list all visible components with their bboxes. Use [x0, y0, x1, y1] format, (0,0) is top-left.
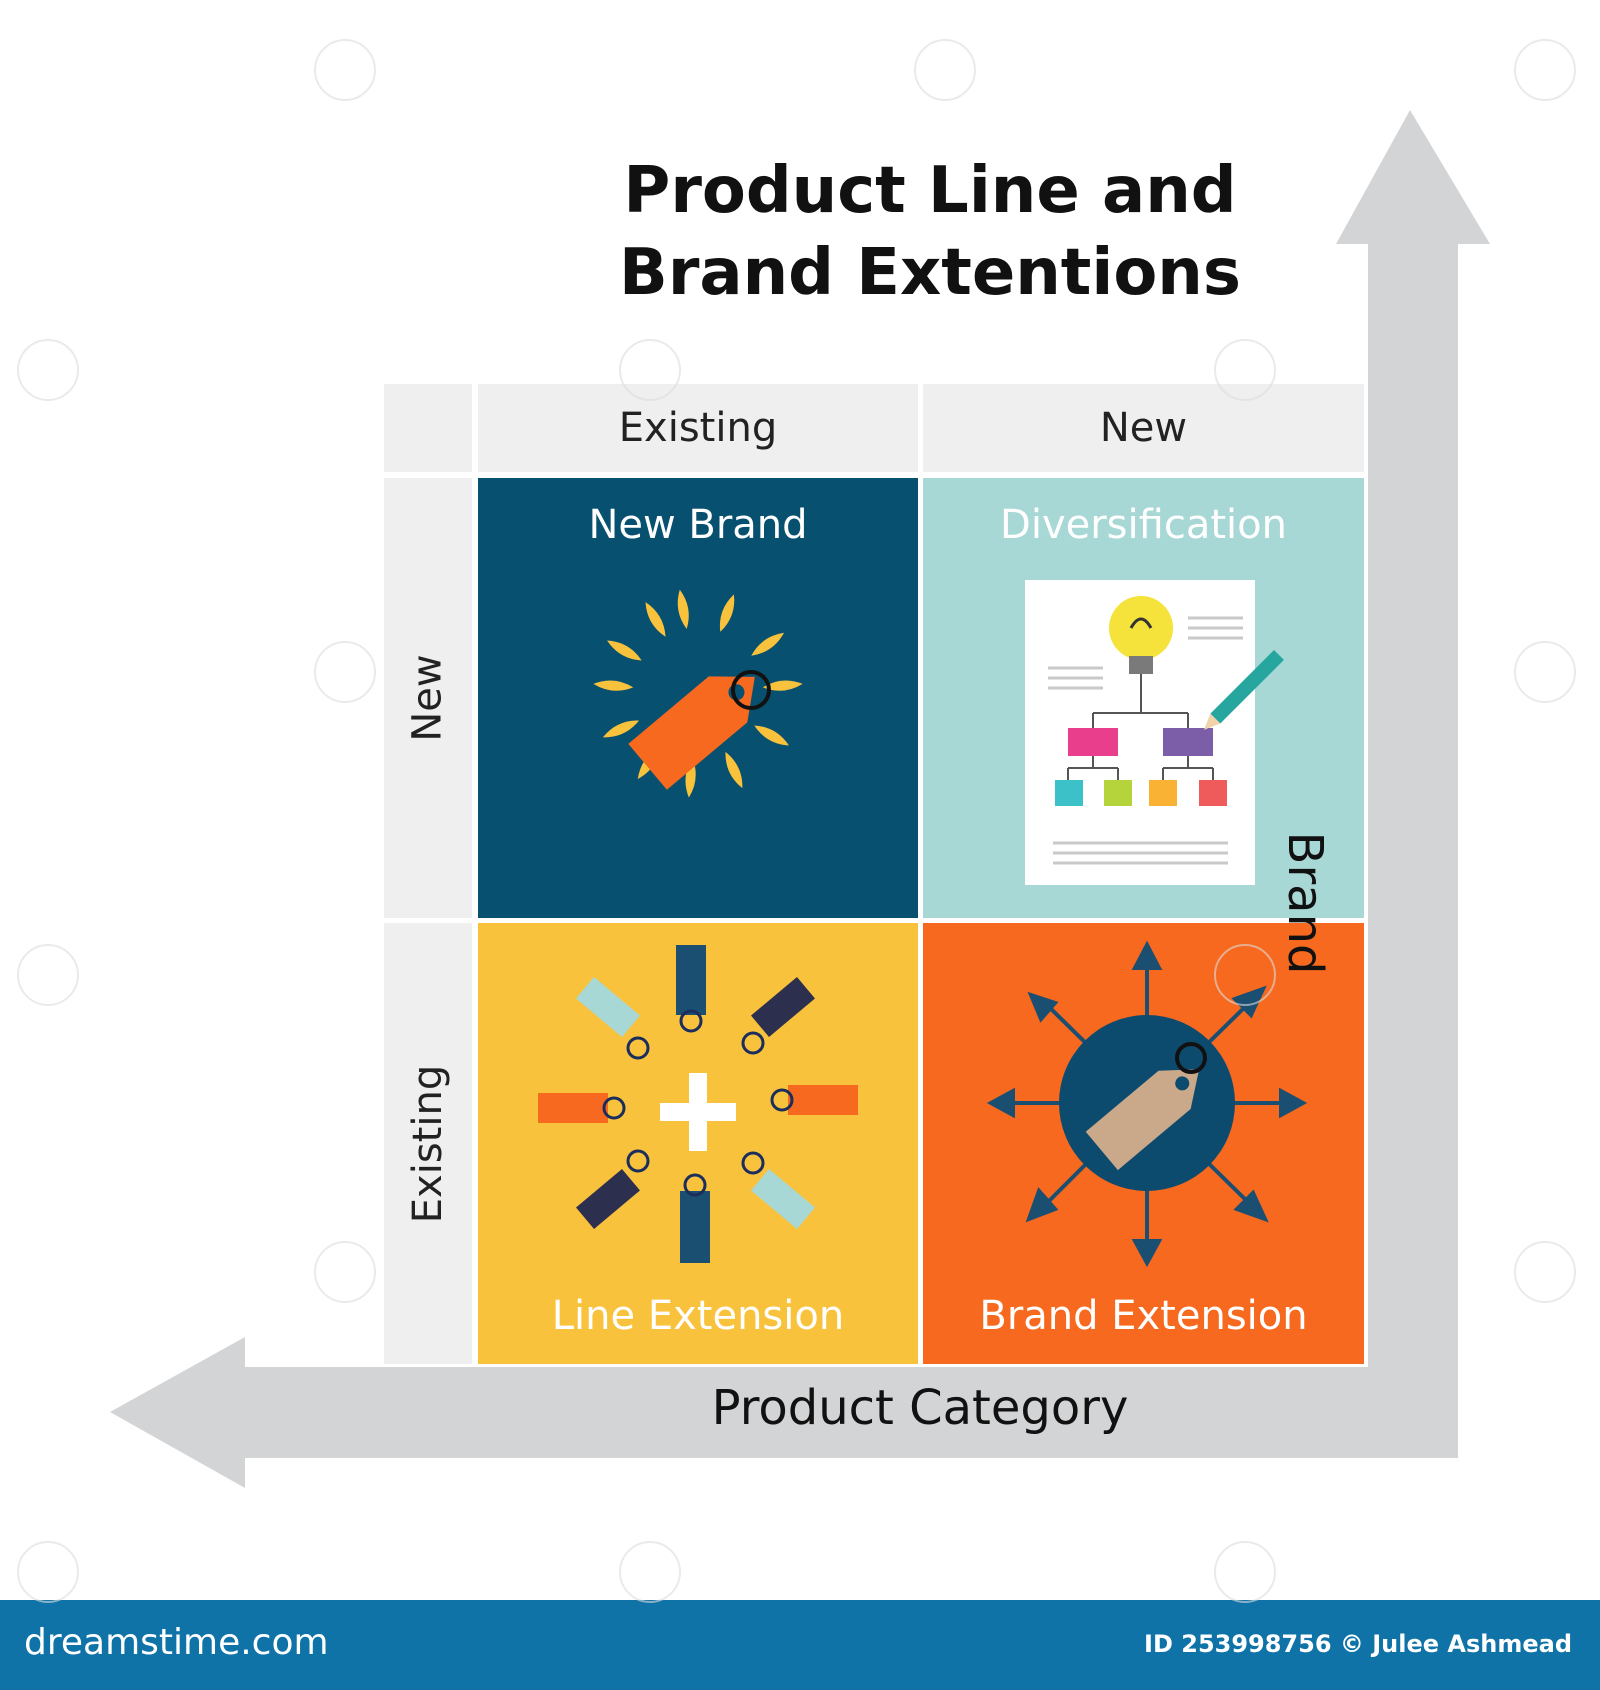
quadrant-new-brand-label: New Brand	[588, 502, 808, 548]
row-header-new: New	[384, 478, 472, 918]
row-header-existing: Existing	[384, 923, 472, 1364]
title-line-2: Brand Extentions	[619, 236, 1241, 310]
idea-flowchart-document-icon	[1025, 580, 1284, 885]
footer-credit: ID 253998756 © Julee Ashmead	[1144, 1630, 1572, 1658]
quadrant-brand-extension: Brand Extension	[923, 923, 1364, 1364]
title-line-1: Product Line and	[623, 154, 1237, 228]
sparkling-price-tag-icon	[593, 589, 803, 798]
tag-globe-outward-arrows-icon	[986, 940, 1308, 1268]
footer-bar	[0, 1600, 1600, 1690]
quadrant-line-extension-label: Line Extension	[551, 1293, 845, 1339]
corner-header	[384, 384, 472, 472]
brand-axis-arrow	[1336, 110, 1490, 1458]
quadrant-new-brand: New Brand	[478, 478, 918, 918]
quadrant-brand-extension-label: Brand Extension	[979, 1293, 1308, 1339]
row-header-existing-label: Existing	[405, 1064, 451, 1223]
quadrant-diversification-label: Diversification	[1000, 502, 1287, 548]
quadrant-diversification: Diversification	[923, 478, 1364, 918]
tags-around-plus-icon	[538, 945, 858, 1263]
column-header-new-label: New	[1099, 405, 1188, 451]
product-category-axis-label: Product Category	[711, 1380, 1129, 1436]
footer-site-logo: dreamstime.com	[24, 1622, 329, 1663]
column-header-new: New	[923, 384, 1364, 472]
quadrant-line-extension: Line Extension	[478, 923, 918, 1364]
brand-axis-label: Brand	[1277, 831, 1333, 975]
column-header-existing: Existing	[478, 384, 918, 472]
diagram-title: Product Line and Brand Extentions	[560, 150, 1300, 314]
row-header-new-label: New	[405, 654, 451, 742]
column-header-existing-label: Existing	[618, 405, 778, 451]
product-category-axis-arrow	[110, 1337, 1368, 1488]
